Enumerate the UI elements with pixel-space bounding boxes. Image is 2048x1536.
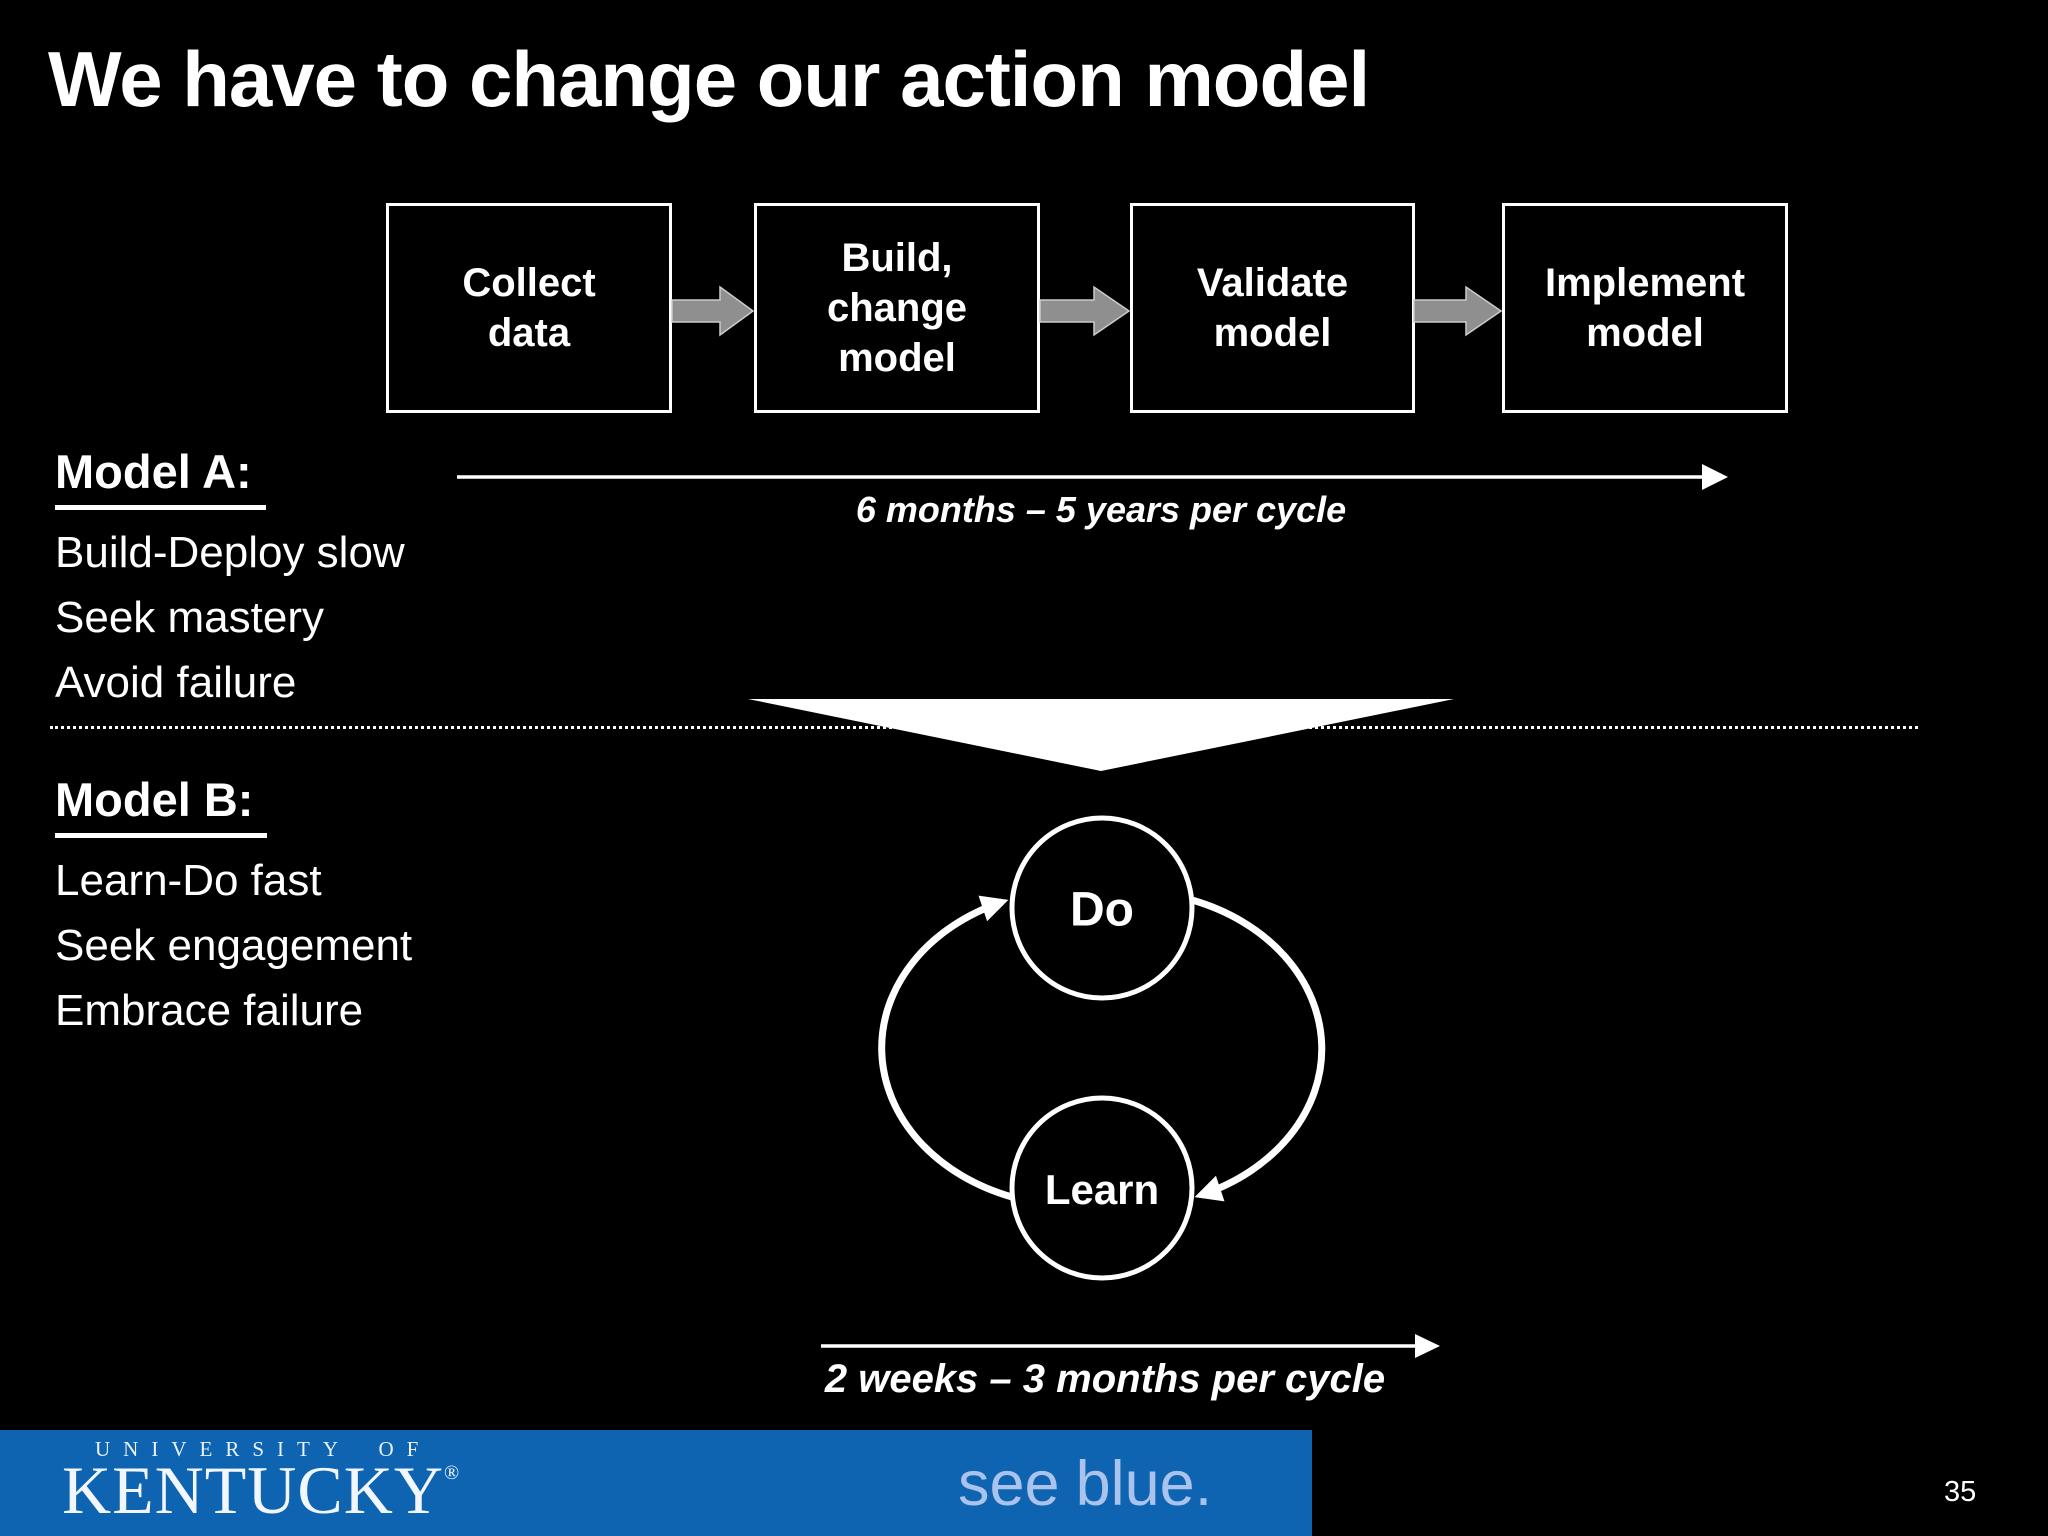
flow-box-build-change-model: Build, change model (754, 203, 1040, 413)
flow-box-label: Collect data (462, 261, 596, 355)
university-of-wordmark: UNIVERSITY OF (95, 1437, 432, 1461)
section-divider-dotted-line (50, 726, 1918, 729)
model-a-block: Model A: Build-Deploy slow Seek mastery … (55, 444, 405, 715)
slide-page-number: 35 (1944, 1476, 1977, 1508)
flow-box-implement-model: Implement model (1502, 203, 1788, 413)
model-a-item: Avoid failure (55, 658, 297, 707)
flow-box-label: Implement model (1544, 261, 1746, 355)
model-a-timeline-arrowhead-icon (1702, 464, 1728, 490)
flow-arrow-2-icon (1039, 285, 1131, 337)
registered-trademark-icon: ® (443, 1462, 461, 1484)
cycle-node-learn-label: Learn (1044, 1166, 1160, 1213)
model-a-heading: Model A: (55, 444, 266, 510)
tagline-see: see (958, 1449, 1060, 1519)
model-a-item: Seek mastery (55, 593, 324, 642)
model-b-cycle-duration-caption: 2 weeks – 3 months per cycle (824, 1357, 1386, 1401)
footer-brand-bar (0, 1430, 1312, 1536)
model-b-item: Embrace failure (55, 986, 364, 1035)
model-b-timeline-arrowhead-icon (1415, 1334, 1440, 1358)
model-b-item: Seek engagement (55, 921, 413, 970)
cycle-node-learn-circle (1009, 1095, 1195, 1281)
model-b-block: Model B: Learn-Do fast Seek engagement E… (55, 772, 412, 1043)
flow-arrow-3-icon (1413, 285, 1503, 337)
flow-box-label: Validate model (1196, 261, 1349, 355)
model-a-cycle-duration-caption: 6 months – 5 years per cycle (855, 489, 1347, 530)
flow-box-label: Build, change model (826, 236, 968, 380)
kentucky-logo: KENTUCKY® (62, 1451, 460, 1530)
tagline-blue: blue. (1075, 1449, 1213, 1519)
funnel-triangle-icon (748, 699, 1454, 771)
cycle-node-do-circle (1009, 815, 1195, 1001)
model-b-item: Learn-Do fast (55, 856, 322, 905)
cycle-left-arc-arrow (878, 895, 1013, 1201)
slide-title: We have to change our action model (48, 35, 1370, 123)
flow-arrow-1-icon (671, 285, 755, 337)
cycle-node-do-label: Do (1070, 883, 1134, 937)
model-a-item: Build-Deploy slow (55, 528, 405, 577)
kentucky-wordmark: KENTUCKY (62, 1452, 444, 1528)
flow-box-collect-data: Collect data (386, 203, 672, 413)
model-b-heading: Model B: (55, 772, 268, 838)
cycle-right-arc-arrow (1191, 896, 1326, 1202)
